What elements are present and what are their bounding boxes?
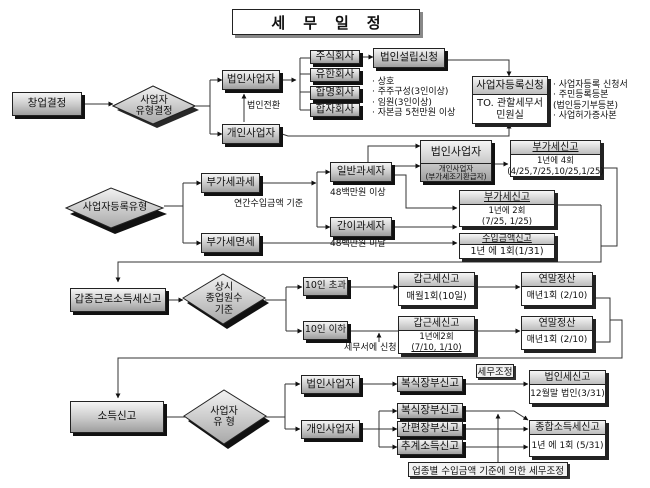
simplified-threshold-note: 48백만원 미달 [330,239,386,249]
card-line: 매월1회(10일) [406,291,467,303]
card-header: 연말정산 [522,317,592,331]
diamond-shapes [64,187,270,449]
decision-line-3: 기준 [214,304,234,316]
card-header: 사업자등록신청 [473,77,547,95]
card-line: 민원실 [496,110,524,121]
card-line: (4/25,7/25,10/25,1/25) [507,166,604,177]
year-end-settlement-card-2: 연말정산 매년1회 (2/10) [521,316,593,350]
registration-type-decision: 사업자등록유형 [82,202,148,214]
card-line: 12월말 법인(3/31) [530,389,605,400]
decision-line-2: 유형결정 [135,106,173,117]
company-type-stock: 주식회사 [310,50,360,64]
requirement-item: · 자본금 5천만원 이상 [372,108,456,119]
decision-line-1: 사업자 [210,405,238,417]
card-line: TO. 관할세무서 [477,97,543,109]
general-taxpayer-box: 일반과세자 [330,162,392,182]
individual-business-box: 개인사업자 [222,124,280,144]
business-type-decision-2: 사업자 유 형 [196,404,252,430]
page-title: 세무일정 [232,9,420,35]
card-header: 종합소득세신고 [530,421,605,435]
estimated-income-box: 추계소득신고 [397,439,463,455]
requirement-item: · 상호 [372,77,395,87]
double-entry-corp-box: 복식장부신고 [397,376,463,392]
vat-report-semiannual-card: 부가세신고 1년에 2회 (7/25, 1/25) [459,190,555,227]
industry-adjustment-note: 업종별 수입금액 기준에 의한 세무조정 [408,462,568,477]
individual-business-box-2: 개인사업자 [301,420,360,439]
start-decision-box: 창업결정 [12,92,82,116]
apply-tax-office-note: 세무서에 신청 [344,343,397,353]
corporate-vat-box: 법인사업자 개인사업자 (부가세조기환급자) [420,140,492,182]
card-line: 1년 에 1회 (5/31) [531,440,604,451]
card-header: 법인세신고 [530,371,605,385]
simplified-taxpayer-box: 간이과세자 [330,217,392,237]
company-type-general-partnership: 합명회사 [310,86,360,100]
card-line: 1년에 4회 [537,155,574,166]
corp-box-title: 법인사업자 [421,141,491,164]
document-item: · 주민등록등본 [553,90,609,101]
general-threshold-note: 48백만원 이상 [330,188,386,198]
card-line: (7/25, 1/25) [481,216,533,227]
card-line: 매년1회 (2/10) [526,335,588,346]
incorporation-application-box: 법인설립신청 [373,48,445,68]
income-report-box: 소득신고 [70,401,164,433]
wage-tax-report-box: 갑종근로소득세신고 [70,288,166,312]
vat-taxable-box: 부가세과세 [201,173,260,193]
global-income-tax-card: 종합소득세신고 1년 에 1회 (5/31) [529,420,606,457]
requirement-item: · 임원(3인이상) [372,97,432,108]
corp-box-sub: 개인사업자 [438,163,474,173]
card-header: 갑근세신고 [399,273,474,287]
over-10-employees-box: 10인 초과 [303,277,348,296]
document-item: (법인등기부등본) [553,100,618,111]
card-line: 1년에2회 [419,332,454,343]
decision-line-1: 상시 [214,281,234,293]
card-line: 1년에 2회 [488,205,526,216]
under-10-employees-box: 10인 이하 [303,321,348,340]
withholding-semiannual-card: 갑근세신고 1년에2회 (7/10, 1/10) [398,316,475,354]
annual-income-criterion: 연간수입금액 기준 [234,199,304,209]
card-header: 부가세신고 [460,191,554,205]
card-line: 매년1회 (2/10) [526,291,588,302]
year-end-settlement-card-1: 연말정산 매년1회 (2/10) [521,272,593,306]
decision-line-2: 종업원수 [205,293,243,305]
corp-box-sub: (부가세조기환급자) [425,172,487,181]
document-item: · 사업자등록 신청서 [553,80,628,90]
card-header: 연말정산 [522,273,592,287]
card-header: 부가세신고 [511,141,600,155]
decision-line-1: 사업자 [140,94,168,106]
business-registration-card: 사업자등록신청 TO. 관할세무서 민원실 [472,76,548,124]
card-line: 1년 에 1회(1/31) [470,246,544,258]
tax-adjustment-label: 세무조정 [476,364,514,378]
simple-book-box: 간편장부신고 [397,421,463,437]
card-header: 수입금액신고 [460,234,554,245]
card-header: 갑근세신고 [399,317,474,331]
conversion-label: 법인전환 [247,101,281,111]
requirement-item: · 주주구성(3인이상) [372,87,449,98]
company-type-limited-partnership: 합자회사 [310,103,360,117]
document-item: · 사업허가증사본 [553,111,617,122]
decision-line-2: 유 형 [213,417,235,428]
vat-exempt-box: 부가세면세 [201,233,260,253]
employee-count-decision: 상시 종업원수 기준 [195,280,253,318]
corporate-business-box-2: 법인사업자 [301,375,360,394]
withholding-monthly-card: 갑근세신고 매월1회(10일) [398,272,475,306]
company-type-limited: 유한회사 [310,68,360,82]
vat-report-quarterly-card: 부가세신고 1년에 4회 (4/25,7/25,10/25,1/25) [507,140,604,177]
registration-documents: · 사업자등록 신청서 · 주민등록등본 (법인등기부등본) · 사업허가증사본 [553,80,628,121]
double-entry-box: 복식장부신고 [397,403,463,419]
card-line: (7/10, 1/10) [411,343,462,353]
income-report-card: 수입금액신고 1년 에 1회(1/31) [459,233,555,259]
corporate-business-box: 법인사업자 [222,70,280,90]
corporate-tax-card: 법인세신고 12월말 법인(3/31) [529,370,606,404]
incorporation-requirements: · 상호 · 주주구성(3인이상) · 임원(3인이상) · 자본금 5천만원 … [372,77,455,118]
